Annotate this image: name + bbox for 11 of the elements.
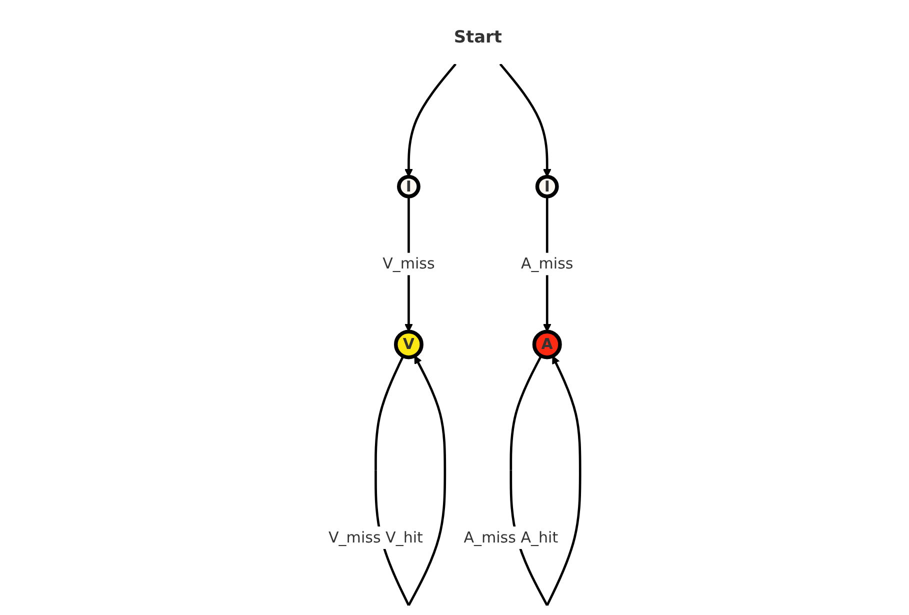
arrow <box>404 62 457 177</box>
edge-label: A_miss <box>521 254 574 272</box>
edge-label: A_miss A_hit <box>464 528 558 546</box>
node-circle: V <box>394 329 424 359</box>
node-text: Start <box>454 26 502 47</box>
node-circle: I <box>536 174 560 198</box>
node-circle: I <box>397 174 421 198</box>
edge-label: V_miss V_hit <box>328 528 424 546</box>
edge-label: V_miss <box>382 254 436 272</box>
node-circle: A <box>532 329 562 359</box>
arrow <box>499 62 552 177</box>
